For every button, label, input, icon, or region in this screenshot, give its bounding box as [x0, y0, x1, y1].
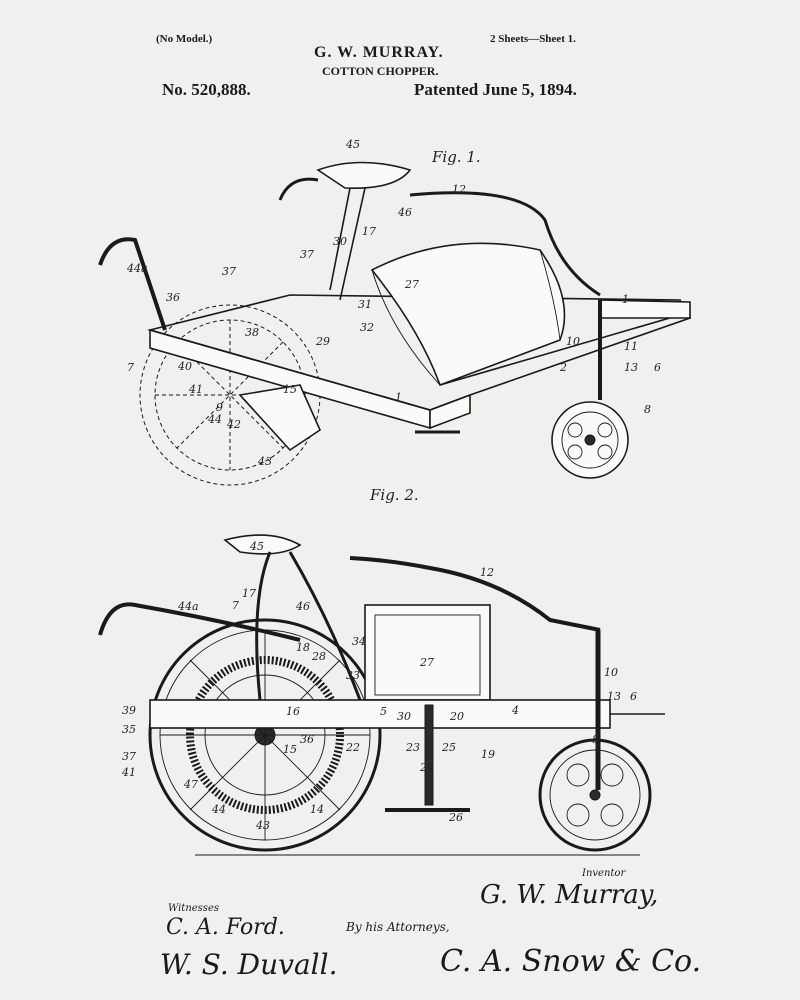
ref-label: 10 [604, 666, 618, 679]
ref-label: 13 [624, 361, 638, 374]
ref-label: 15 [283, 743, 297, 756]
ref-label: 17 [362, 225, 376, 238]
model-note: (No Model.) [156, 33, 213, 45]
ref-label: 46 [295, 600, 310, 613]
ref-label: 35 [122, 723, 136, 736]
ref-label: 25 [441, 741, 456, 754]
attorneys-label: By his Attorneys, [346, 920, 450, 934]
ref-label: 26 [448, 811, 463, 824]
ref-label: 44a [177, 600, 199, 613]
ref-label: 8 [592, 733, 599, 746]
hopper-box [364, 604, 491, 701]
ref-label: 28 [311, 650, 326, 663]
witnesses-label: Witnesses [168, 903, 219, 914]
ref-label: 47 [183, 778, 198, 791]
ref-label: 18 [296, 641, 310, 654]
figure-2-labels: 45 12 44a 7 17 46 18 28 34 27 33 39 35 3… [121, 540, 637, 832]
ref-label: 2 [559, 361, 567, 374]
ref-label: 24 [419, 761, 434, 774]
sheet-count: 2 Sheets—Sheet 1. [490, 33, 576, 45]
ref-label: 37 [300, 248, 314, 261]
ref-label: 36 [300, 733, 314, 746]
ref-label: 7 [232, 599, 239, 612]
ref-label: 31 [358, 298, 372, 311]
ref-label: 1 [622, 293, 629, 306]
ref-label: 27 [404, 278, 419, 291]
witness-1-signature: C. A. Ford. [166, 915, 285, 940]
ref-label: 14 [310, 803, 324, 816]
figure-1-caption: Fig. 1. [431, 148, 481, 166]
ref-label: 37 [122, 750, 136, 763]
ref-label: 8 [644, 403, 651, 416]
inventor-name: G. W. MURRAY. [314, 44, 444, 61]
ref-label: 23 [405, 741, 420, 754]
ref-label: 29 [315, 335, 330, 348]
invention-title: COTTON CHOPPER. [322, 64, 439, 78]
caster-wheel [538, 630, 652, 852]
front-caster-wheel [551, 300, 629, 479]
ref-label: 38 [245, 326, 259, 339]
patent-number: No. 520,888. [162, 80, 251, 99]
ref-label: 7 [127, 361, 134, 374]
ref-label: 44a [126, 262, 148, 275]
ref-label: 19 [481, 748, 495, 761]
ref-label: 12 [480, 566, 494, 579]
ref-label: 1 [395, 391, 402, 404]
ref-label: 6 [654, 361, 661, 374]
ref-label: 41 [188, 383, 203, 396]
drive-wheel [148, 618, 382, 852]
ref-label: 36 [166, 291, 180, 304]
ref-label: 15 [283, 383, 297, 396]
ref-label: 4 [511, 704, 519, 717]
ref-label: 41 [121, 766, 136, 779]
ref-label: 9 [216, 401, 223, 414]
ref-label: 20 [449, 710, 464, 723]
seat-and-lever [98, 161, 601, 331]
ref-label: 16 [286, 705, 300, 718]
ref-label: 44 [211, 803, 226, 816]
patent-date: Patented June 5, 1894. [414, 80, 577, 99]
ref-label: 32 [360, 321, 374, 334]
seed-hopper [370, 242, 566, 387]
attorneys-signature: C. A. Snow & Co. [440, 944, 702, 979]
ref-label: 17 [242, 587, 256, 600]
ref-label: 22 [345, 741, 360, 754]
ref-label: 33 [346, 669, 360, 682]
ref-label: 42 [226, 418, 241, 431]
ref-label: 27 [419, 656, 434, 669]
inventor-label: Inventor [582, 868, 626, 879]
ref-label: 43 [255, 819, 270, 832]
ref-label: 39 [122, 704, 136, 717]
ref-label: 40 [177, 360, 192, 373]
ref-label: 10 [566, 335, 580, 348]
ref-label: 13 [607, 690, 621, 703]
ref-label: 45 [249, 540, 264, 553]
ref-label: 34 [352, 635, 366, 648]
ref-label: 37 [222, 265, 236, 278]
ref-label: 11 [624, 340, 638, 353]
ref-label: 30 [333, 235, 347, 248]
ref-label: 6 [630, 690, 637, 703]
ref-label: 46 [397, 206, 412, 219]
figure-1-labels: 45 12 46 17 30 37 44a 37 27 31 32 36 38 … [126, 138, 661, 468]
ref-label: 45 [345, 138, 360, 151]
chopper-blade [238, 384, 322, 452]
ref-label: 44 [207, 413, 222, 426]
ref-label: 43 [257, 455, 272, 468]
ref-label: 30 [397, 710, 411, 723]
ref-label: 5 [380, 705, 387, 718]
frame-beam [149, 699, 665, 812]
seat-and-handle [98, 534, 601, 701]
witness-2-signature: W. S. Duvall. [160, 948, 338, 981]
inventor-signature: G. W. Murray, [480, 880, 659, 910]
ref-label: 12 [452, 183, 466, 196]
figure-1-drawing: Fig. 1. [98, 138, 692, 486]
